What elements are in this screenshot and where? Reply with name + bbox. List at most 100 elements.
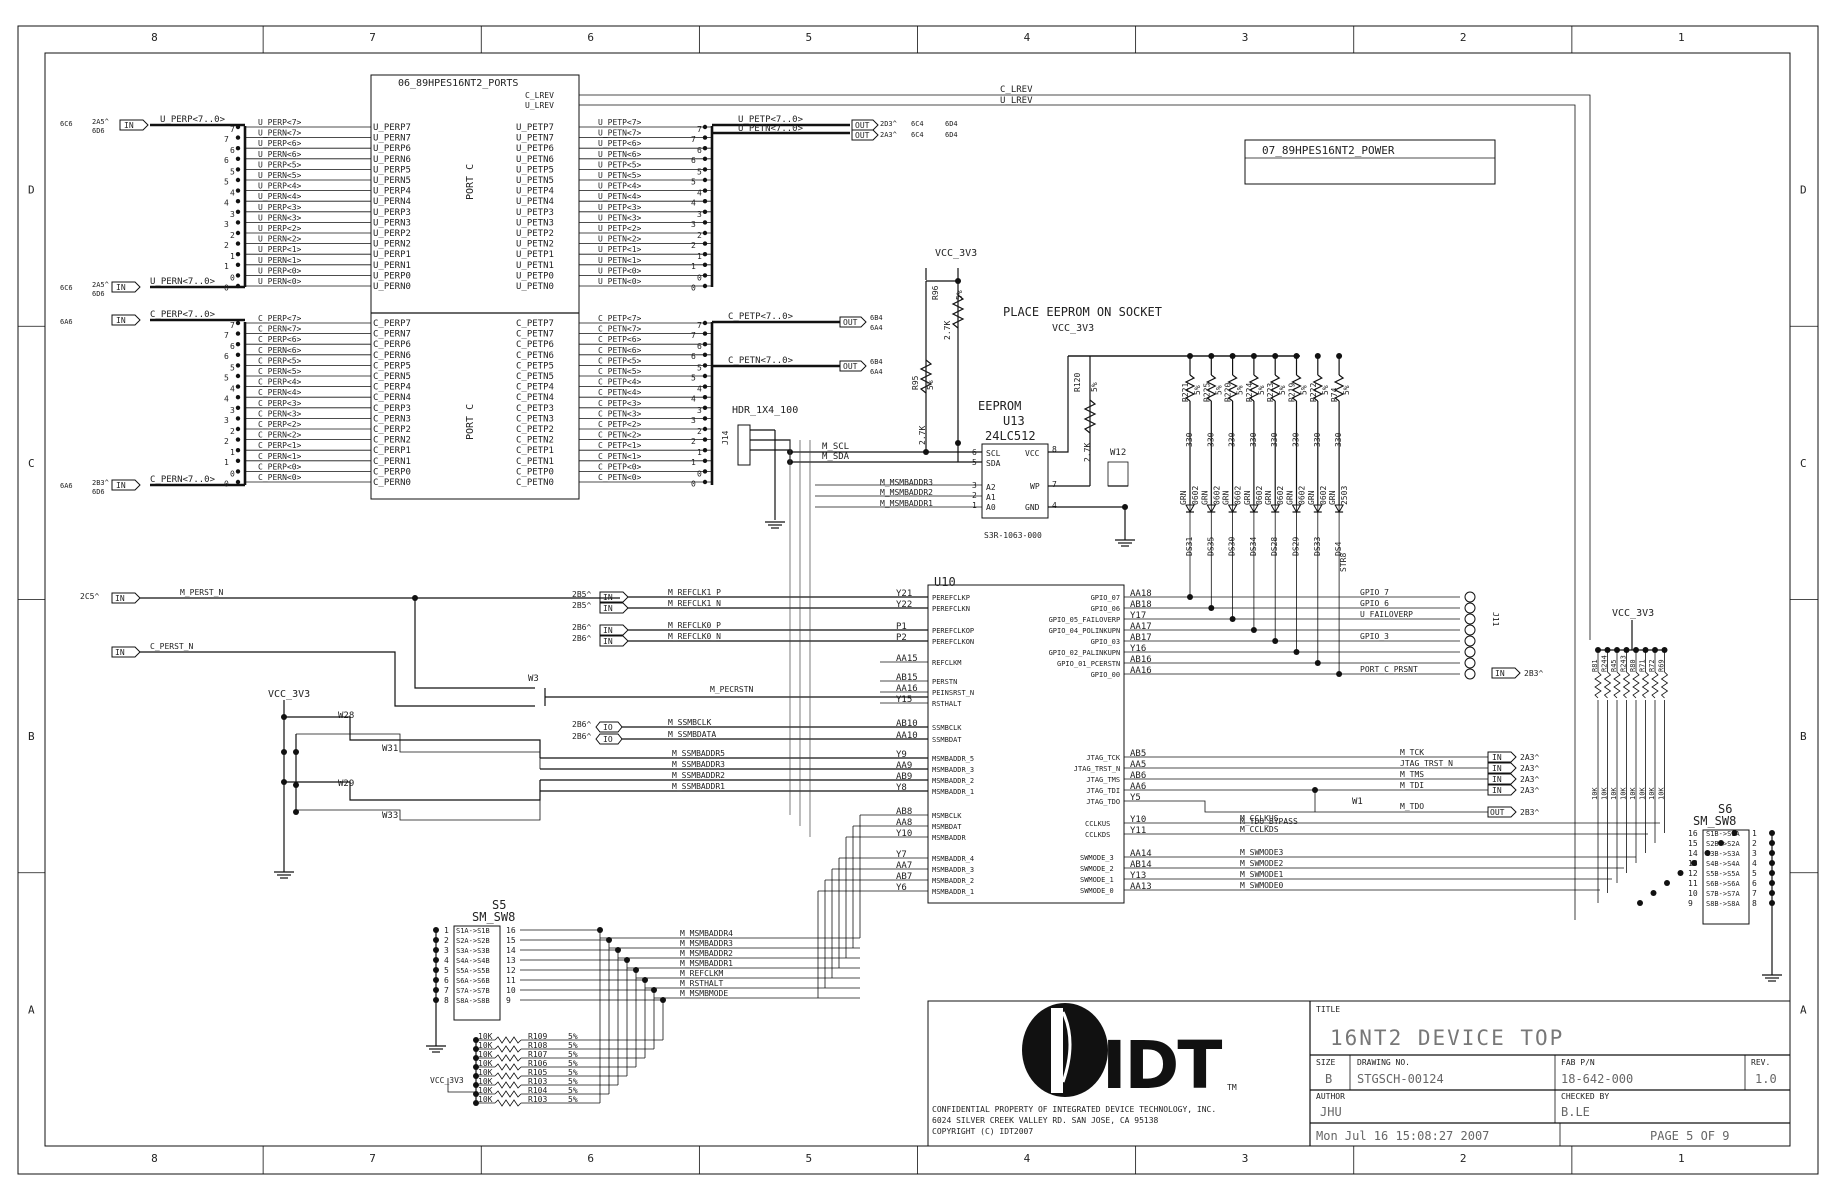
- led-resistor-value: 330: [1270, 432, 1279, 447]
- c-lrev-net: C_LREV: [1000, 85, 1033, 95]
- u10-left-ball: P2: [896, 633, 907, 643]
- port-pin-name: C_PETP6: [516, 340, 554, 350]
- zone-col-top: 2: [1460, 31, 1467, 44]
- led-resistor-ref: R74: [1330, 387, 1339, 402]
- bus-junction: [702, 458, 708, 463]
- w33-label: W33: [382, 811, 398, 821]
- ref-c-pern: 6A6: [60, 482, 73, 490]
- s5-res-tol: 5%: [568, 1059, 578, 1068]
- s5-pin-left: 6: [444, 976, 449, 985]
- swmode-nets: [789, 440, 880, 998]
- port-pin-name: U_PETN6: [516, 155, 554, 165]
- s6-res-value: 10K: [1648, 787, 1656, 800]
- u10-swmode-pin: SWMODE_0: [1080, 887, 1114, 895]
- led-part: 2503: [1340, 486, 1349, 505]
- port-net-label: C_PERP<6>: [258, 335, 302, 344]
- led-resistor-value: 330: [1313, 432, 1322, 447]
- u10-left-pin: MSMBCLK: [932, 812, 962, 820]
- bus-bit-number: 7: [224, 331, 229, 340]
- port-pin-name: U_PETP0: [516, 271, 554, 281]
- title-label: TITLE: [1316, 1005, 1340, 1014]
- u10-left-ball: Y9: [896, 750, 907, 760]
- swmode-net: M_CCLKDS: [1240, 825, 1279, 834]
- bus-junction: [235, 373, 241, 379]
- port-net-label: C_PERN<4>: [258, 388, 302, 397]
- bus-bit-number: 6: [224, 352, 229, 361]
- s6-res-value: 10K: [1610, 787, 1618, 800]
- vcc-left: VCC_3V3: [268, 689, 310, 700]
- s6-res-ref: R72: [1648, 659, 1656, 672]
- u10-jtag-pin: JTAG_TRST_N: [1074, 765, 1120, 773]
- idt-logo-text: IDT: [1102, 1027, 1222, 1104]
- s6-vcc: VCC_3V3: [1612, 608, 1654, 619]
- bus-bit-number: 4: [230, 189, 235, 198]
- bus-labels: U_PERP<7..0> U_PERN<7..0> U_PETP<7..0> U…: [60, 115, 958, 496]
- ports-block: 06_89HPES16NT2_PORTS C_LREV U_LREV PORT …: [245, 74, 712, 500]
- port-pin-name: U_PERP6: [373, 144, 411, 154]
- s6-switch-label: S8B->S8A: [1706, 900, 1741, 908]
- bus-bit-number: 1: [697, 448, 702, 457]
- u10-left-pin: REFCLKM: [932, 659, 962, 667]
- u10-jtag-pin: JTAG_TDO: [1086, 798, 1120, 806]
- s5-resistor: [494, 1045, 522, 1053]
- led-color: GRN: [1179, 490, 1188, 505]
- gpio-net-label: U_FAILOVERP: [1360, 610, 1413, 619]
- net-ssmbaddr5: M_SSMBADDR5: [672, 749, 725, 758]
- s6-res-ref: R243: [1620, 655, 1628, 672]
- w29-label: W29: [338, 779, 354, 789]
- bus-junction: [235, 209, 241, 214]
- eeprom-pinnum-8: 8: [1052, 445, 1057, 454]
- u10-right-ball: AB17: [1130, 633, 1152, 643]
- u10-right-pin: GPIO_03: [1091, 638, 1121, 646]
- tdo-wire: [1124, 800, 1488, 813]
- u10-left-pin: RSTHALT: [932, 700, 962, 708]
- port-pin-name: C_PERP0: [373, 467, 411, 477]
- port-pin-name: C_PETP0: [516, 467, 554, 477]
- port-net-label: C_PERN<3>: [258, 409, 302, 418]
- net-msmbaddr2: M_MSMBADDR2: [880, 488, 933, 497]
- connector-pin: [1464, 591, 1476, 603]
- u10-left-ball: AA7: [896, 861, 912, 871]
- bus-bit-number: 7: [224, 135, 229, 144]
- s5-pin-right: 10: [506, 986, 516, 995]
- port-pin-name: C_PERP5: [373, 361, 411, 371]
- r95-tol: 5%: [926, 380, 935, 390]
- eeprom-pin-a1: A1: [986, 493, 996, 502]
- s5-pin-left: 1: [444, 926, 449, 935]
- date-value: Mon Jul 16 15:08:27 2007: [1316, 1129, 1489, 1143]
- led-resistor-value: 330: [1249, 432, 1258, 447]
- refclk0n-ref: 2B6^: [572, 634, 591, 643]
- bus-bit-number: 7: [691, 331, 696, 340]
- bus-junction: [702, 220, 708, 225]
- jtag-ref: 2A3^: [1520, 753, 1539, 762]
- bus-bit-number: 1: [697, 252, 702, 261]
- port-net-label: U_PERP<7>: [258, 118, 302, 127]
- bus-bit-number: 6: [230, 146, 235, 155]
- s5-switch-label: S6A->S6B: [456, 977, 490, 985]
- led-part: 0602: [1234, 486, 1243, 505]
- zone-row-right: B: [1800, 730, 1807, 743]
- s6-pin-right: 8: [1752, 899, 1757, 908]
- u10-left-ball: P1: [896, 622, 907, 632]
- port-net-label: U_PERN<7>: [258, 129, 302, 138]
- bus-bit-number: 7: [230, 125, 235, 134]
- led-color: GRN: [1286, 490, 1295, 505]
- jtag-in-flag: [1487, 784, 1517, 796]
- led-ref: DS33: [1313, 537, 1322, 556]
- bus-bit-number: 2: [691, 241, 696, 250]
- port-pin-name: U_PERP0: [373, 271, 411, 281]
- bus-junction: [702, 342, 708, 347]
- port-pin-name: C_PETP3: [516, 404, 554, 414]
- port-net-label: C_PETN<0>: [598, 473, 642, 482]
- jtag-ref: 2A3^: [1520, 775, 1539, 784]
- s6-pin-right: 4: [1752, 859, 1757, 868]
- u10-left-ball: AA10: [896, 731, 918, 741]
- bus-bit-number: 7: [697, 125, 702, 134]
- net-ssmbaddr1: M_SSMBADDR1: [672, 782, 725, 791]
- s5-res-ref: R107: [528, 1050, 547, 1059]
- bus-bit-number: 0: [697, 469, 702, 478]
- led-resistor-ref: R223: [1266, 383, 1275, 402]
